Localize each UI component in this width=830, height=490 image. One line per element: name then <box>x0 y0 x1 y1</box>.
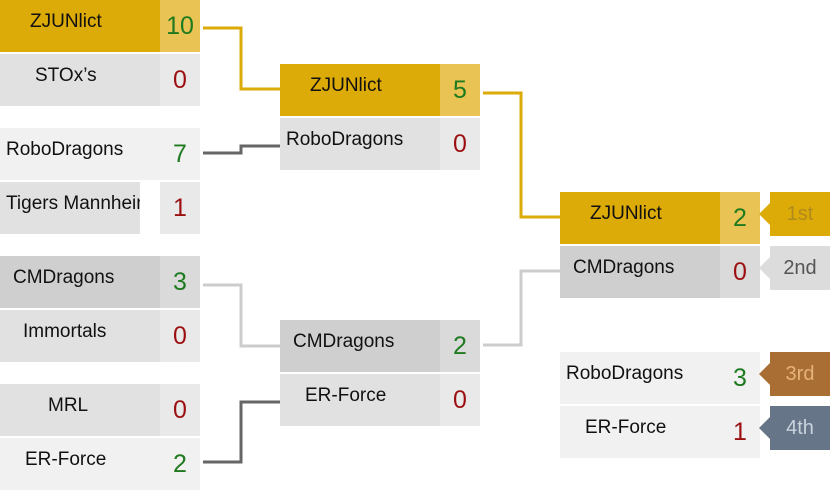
team-name: RoboDragons <box>560 352 720 404</box>
team-name: CMDragons <box>280 320 440 372</box>
team-name: CMDragons <box>560 246 720 298</box>
team-name: MRL <box>0 384 160 436</box>
team-row[interactable]: RoboDragons 7 <box>0 128 200 180</box>
team-score: 0 <box>440 374 480 426</box>
team-row[interactable]: CMDragons 0 <box>560 246 760 298</box>
connector-r2-m2 <box>483 269 560 347</box>
team-score: 7 <box>160 128 200 180</box>
team-name: Tigers Mannheim <box>0 182 140 234</box>
match-r1-2: RoboDragons 7 Tigers Mannheim 1 <box>0 128 200 234</box>
team-score: 2 <box>720 192 760 244</box>
team-score: 5 <box>440 64 480 116</box>
team-name: Immortals <box>0 310 160 362</box>
team-name: ZJUNlict <box>280 64 440 116</box>
team-row[interactable]: ZJUNlict 5 <box>280 64 480 116</box>
team-name: ER-Force <box>560 406 720 458</box>
team-score: 0 <box>720 246 760 298</box>
team-row[interactable]: ZJUNlict 10 <box>0 0 200 52</box>
team-row[interactable]: CMDragons 3 <box>0 256 200 308</box>
team-row[interactable]: ER-Force 0 <box>280 374 480 426</box>
team-row[interactable]: ER-Force 1 <box>560 406 760 458</box>
match-r1-1: ZJUNlict 10 STOx’s 0 <box>0 0 200 106</box>
team-row[interactable]: CMDragons 2 <box>280 320 480 372</box>
team-row[interactable]: MRL 0 <box>0 384 200 436</box>
team-name: RoboDragons <box>280 118 440 170</box>
team-row[interactable]: ZJUNlict 2 <box>560 192 760 244</box>
team-score: 1 <box>160 182 200 234</box>
team-score: 0 <box>440 118 480 170</box>
match-r1-4: MRL 0 ER-Force 2 <box>0 384 200 490</box>
team-score: 1 <box>720 406 760 458</box>
team-name: ER-Force <box>280 374 440 426</box>
match-final: ZJUNlict 2 CMDragons 0 <box>560 192 760 298</box>
team-name: STOx’s <box>0 54 160 106</box>
team-score: 0 <box>160 310 200 362</box>
team-score: 10 <box>160 0 200 52</box>
match-r1-3: CMDragons 3 Immortals 0 <box>0 256 200 362</box>
team-name: RoboDragons <box>0 128 160 180</box>
match-third-place: RoboDragons 3 ER-Force 1 <box>560 352 760 458</box>
team-score: 0 <box>160 384 200 436</box>
team-row[interactable]: RoboDragons 0 <box>280 118 480 170</box>
team-score: 2 <box>440 320 480 372</box>
connector-r1-m2 <box>203 144 280 155</box>
placement-badge-2nd: 2nd <box>759 246 830 290</box>
connector-r1-m1 <box>203 26 280 91</box>
team-score: 0 <box>160 54 200 106</box>
placement-badge-1st: 1st <box>759 192 830 236</box>
team-name: ZJUNlict <box>0 0 160 52</box>
placement-badge-4th: 4th <box>759 406 830 450</box>
team-score: 3 <box>160 256 200 308</box>
team-score: 3 <box>720 352 760 404</box>
connector-r1-m3 <box>203 283 280 348</box>
connector-r1-m4 <box>203 400 280 464</box>
team-name: CMDragons <box>0 256 160 308</box>
placement-badge-3rd: 3rd <box>759 352 830 396</box>
team-row[interactable]: ER-Force 2 <box>0 438 200 490</box>
match-r2-1: ZJUNlict 5 RoboDragons 0 <box>280 64 480 170</box>
match-r2-2: CMDragons 2 ER-Force 0 <box>280 320 480 426</box>
team-row[interactable]: RoboDragons 3 <box>560 352 760 404</box>
team-row[interactable]: Tigers Mannheim 1 <box>0 182 200 234</box>
team-row[interactable]: STOx’s 0 <box>0 54 200 106</box>
team-score: 2 <box>160 438 200 490</box>
connector-r2-m1 <box>483 91 560 219</box>
team-name: ZJUNlict <box>560 192 720 244</box>
team-row[interactable]: Immortals 0 <box>0 310 200 362</box>
team-name: ER-Force <box>0 438 160 490</box>
